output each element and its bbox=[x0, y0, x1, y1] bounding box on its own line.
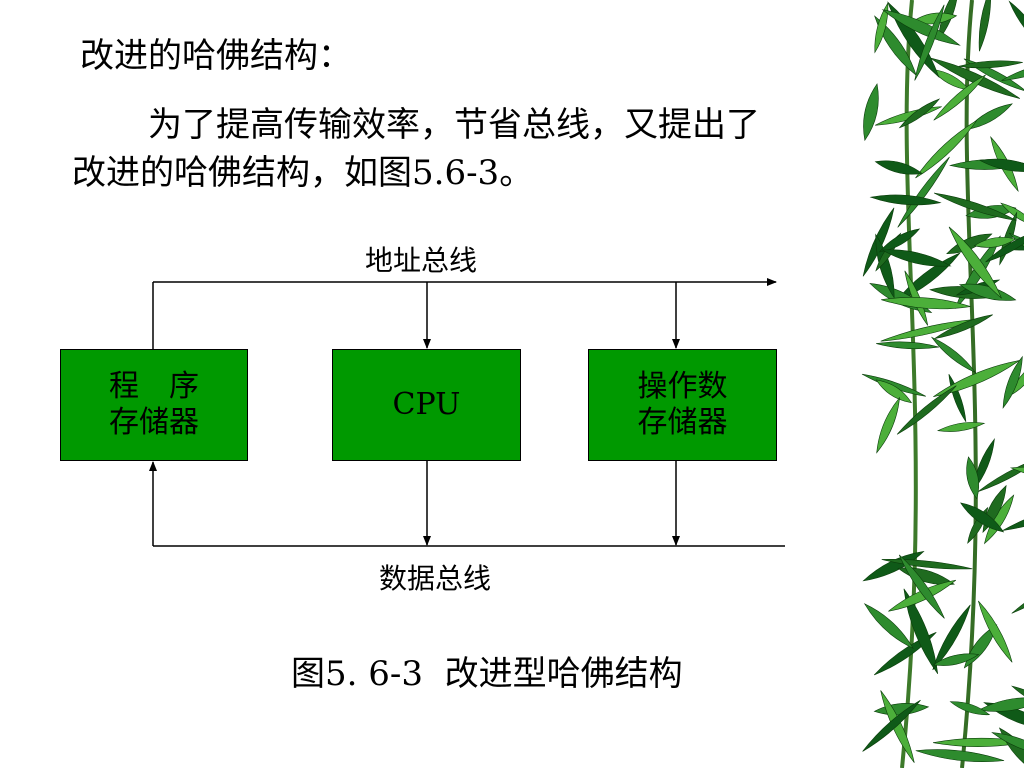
bamboo-leaf bbox=[933, 74, 986, 121]
bamboo-leaf bbox=[948, 226, 1002, 299]
bamboo-leaf bbox=[1000, 202, 1024, 227]
bamboo-leaf bbox=[903, 588, 939, 674]
bamboo-leaf bbox=[978, 600, 1013, 663]
program-memory-label-line2: 存储器 bbox=[109, 405, 199, 440]
bamboo-leaf bbox=[978, 158, 1024, 172]
data-bus-label: 数据总线 bbox=[379, 562, 492, 595]
bamboo-leaf bbox=[896, 385, 957, 435]
bamboo-leaf bbox=[977, 456, 1024, 493]
paragraph-line-2: 改进的哈佛结构，如图5.6-3。 bbox=[72, 153, 534, 193]
bamboo-leaf bbox=[991, 732, 1024, 757]
program-memory-box: 程 序 存储器 bbox=[60, 349, 248, 461]
bamboo-leaf bbox=[960, 502, 1005, 533]
bamboo-leaf bbox=[898, 98, 941, 129]
paragraph-line-1: 为了提高传输效率，节省总线，又提出了 bbox=[148, 105, 760, 145]
bamboo-leaf bbox=[914, 4, 945, 81]
bamboo-leaf bbox=[862, 699, 921, 752]
bamboo-leaf bbox=[977, 697, 1024, 712]
bamboo-leaf bbox=[875, 379, 913, 404]
bamboo-leaf bbox=[978, 0, 992, 52]
bamboo-leaf bbox=[937, 422, 986, 432]
bamboo-leaf bbox=[915, 120, 977, 179]
bamboo-leaf bbox=[1001, 60, 1024, 81]
bamboo-leaf bbox=[881, 9, 961, 46]
bamboo-leaf bbox=[863, 603, 914, 649]
bamboo-leaf bbox=[958, 60, 1023, 69]
address-bus-label: 地址总线 bbox=[365, 244, 478, 277]
bamboo-leaf bbox=[958, 283, 1017, 301]
bamboo-leaf bbox=[915, 749, 1005, 763]
bamboo-leaf bbox=[985, 229, 1024, 263]
bamboo-leaf bbox=[874, 160, 923, 175]
program-memory-label-line1: 程 序 bbox=[109, 369, 199, 404]
data-memory-label-line1: 操作数 bbox=[637, 369, 728, 404]
bamboo-leaf bbox=[869, 194, 942, 206]
bamboo-leaf bbox=[938, 0, 959, 41]
bamboo-leaf bbox=[930, 336, 977, 374]
slide-paragraph: 为了提高传输效率，节省总线，又提出了 改进的哈佛结构，如图5.6-3。 bbox=[72, 101, 872, 197]
bamboo-leaf bbox=[1008, 0, 1024, 50]
bamboo-leaf bbox=[876, 341, 939, 350]
slide-heading: 改进的哈佛结构： bbox=[80, 36, 352, 76]
bamboo-leaf bbox=[932, 604, 971, 671]
bamboo-leaf bbox=[933, 192, 1017, 221]
bamboo-leaf bbox=[898, 554, 945, 619]
bamboo-leaf bbox=[874, 2, 889, 54]
bamboo-leaf bbox=[876, 396, 900, 454]
bamboo-leaf bbox=[862, 551, 925, 582]
bamboo-leaf bbox=[949, 701, 991, 716]
bamboo-leaf bbox=[930, 57, 1021, 99]
bamboo-leaf bbox=[888, 579, 957, 612]
bamboo-leaf bbox=[934, 314, 993, 339]
bamboo-leaf bbox=[932, 653, 980, 666]
bamboo-leaf bbox=[932, 737, 1024, 747]
bamboo-leaf bbox=[863, 83, 879, 142]
data-memory-box: 操作数 存储器 bbox=[588, 349, 777, 461]
bamboo-decoration bbox=[861, 0, 1024, 768]
figure-caption: 图5. 6-3 改进型哈佛结构 bbox=[291, 654, 683, 694]
bamboo-leaf bbox=[878, 228, 921, 253]
cpu-box: CPU bbox=[332, 349, 521, 461]
bamboo-leaf bbox=[966, 103, 1013, 130]
bamboo-leaf bbox=[1002, 355, 1023, 409]
bamboo-leaf bbox=[881, 249, 952, 267]
bamboo-leaf bbox=[880, 690, 915, 763]
cpu-label: CPU bbox=[392, 387, 461, 422]
data-memory-label-line2: 存储器 bbox=[637, 405, 728, 440]
bamboo-leaf bbox=[966, 456, 979, 500]
bamboo-leaf bbox=[881, 297, 971, 310]
